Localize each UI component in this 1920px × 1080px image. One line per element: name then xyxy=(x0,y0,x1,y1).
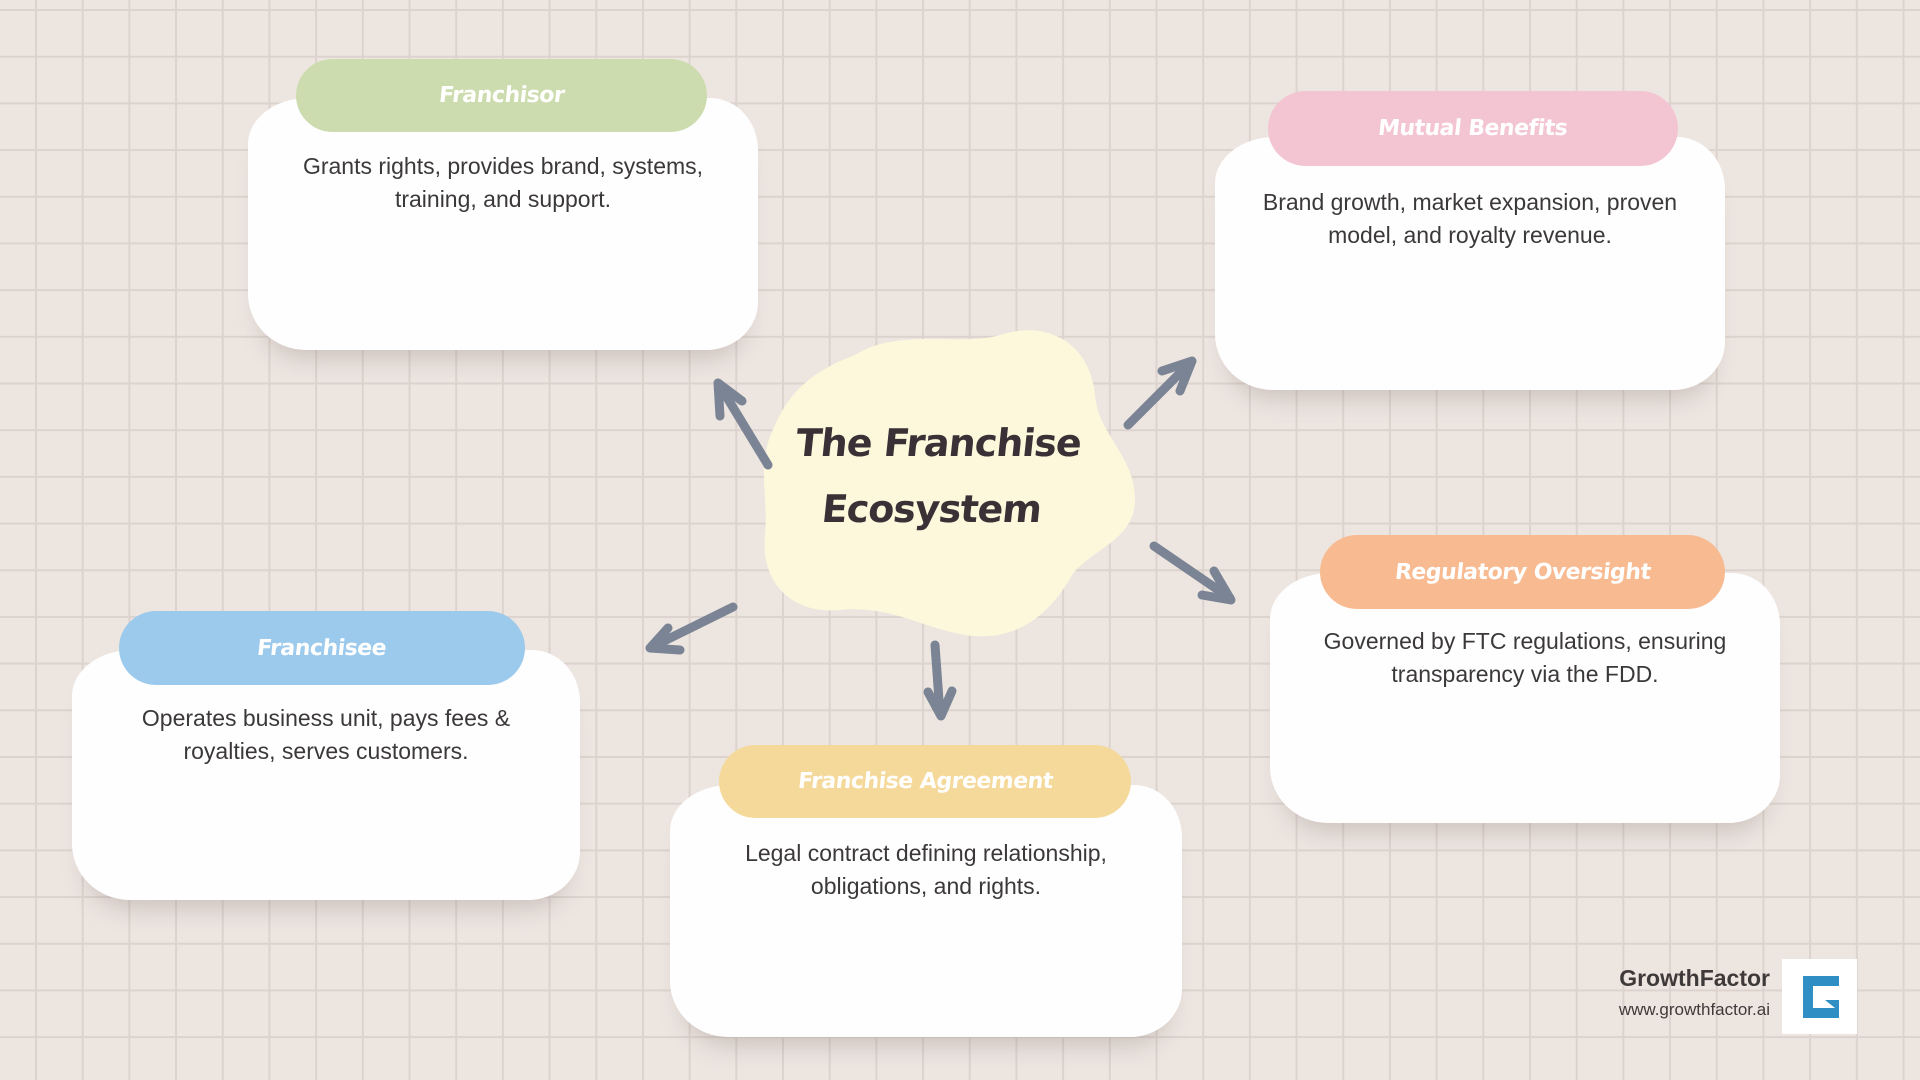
growthfactor-logo-icon xyxy=(1782,959,1857,1034)
center-title-line1: The Franchise xyxy=(793,421,1084,465)
card-title: Franchisee xyxy=(256,635,388,661)
card-title: Franchisor xyxy=(437,83,566,108)
center-title: The Franchise Ecosystem xyxy=(753,410,1117,542)
card-body: Brand growth, market expansion, proven m… xyxy=(1215,137,1725,390)
card-body: Legal contract defining relationship, ob… xyxy=(670,785,1182,1037)
card-body: Operates business unit, pays fees & roya… xyxy=(72,650,580,900)
card-body: Governed by FTC regulations, ensuring tr… xyxy=(1270,573,1780,823)
brand-url[interactable]: www.growthfactor.ai xyxy=(1618,1000,1770,1019)
arrow-to-franchisee-icon xyxy=(645,602,738,655)
center-blob xyxy=(763,330,1135,637)
card-description: Governed by FTC regulations, ensuring tr… xyxy=(1323,628,1727,687)
card-title: Regulatory Oversight xyxy=(1393,559,1652,585)
card-description: Grants rights, provides brand, systems, … xyxy=(302,153,704,212)
center-title-line2: Ecosystem xyxy=(819,487,1044,531)
card-body: Grants rights, provides brand, systems, … xyxy=(248,98,758,350)
card-title: Mutual Benefits xyxy=(1377,116,1569,141)
card-title-pill: Mutual Benefits xyxy=(1268,91,1678,166)
card-title-pill: Franchisor xyxy=(296,59,707,132)
card-description: Legal contract defining relationship, ob… xyxy=(745,840,1107,899)
card-description: Brand growth, market expansion, proven m… xyxy=(1262,189,1678,248)
arrow-to-agreement-icon xyxy=(923,640,957,721)
arrow-to-regulatory-icon xyxy=(1149,541,1236,605)
card-title: Franchise Agreement xyxy=(796,769,1054,794)
brand-block: GrowthFactor www.growthfactor.ai xyxy=(1619,965,1770,1020)
card-title-pill: Franchisee xyxy=(119,611,525,685)
brand-name: GrowthFactor xyxy=(1619,965,1770,991)
card-description: Operates business unit, pays fees & roya… xyxy=(141,705,511,764)
card-title-pill: Regulatory Oversight xyxy=(1320,535,1725,609)
card-title-pill: Franchise Agreement xyxy=(719,745,1131,818)
